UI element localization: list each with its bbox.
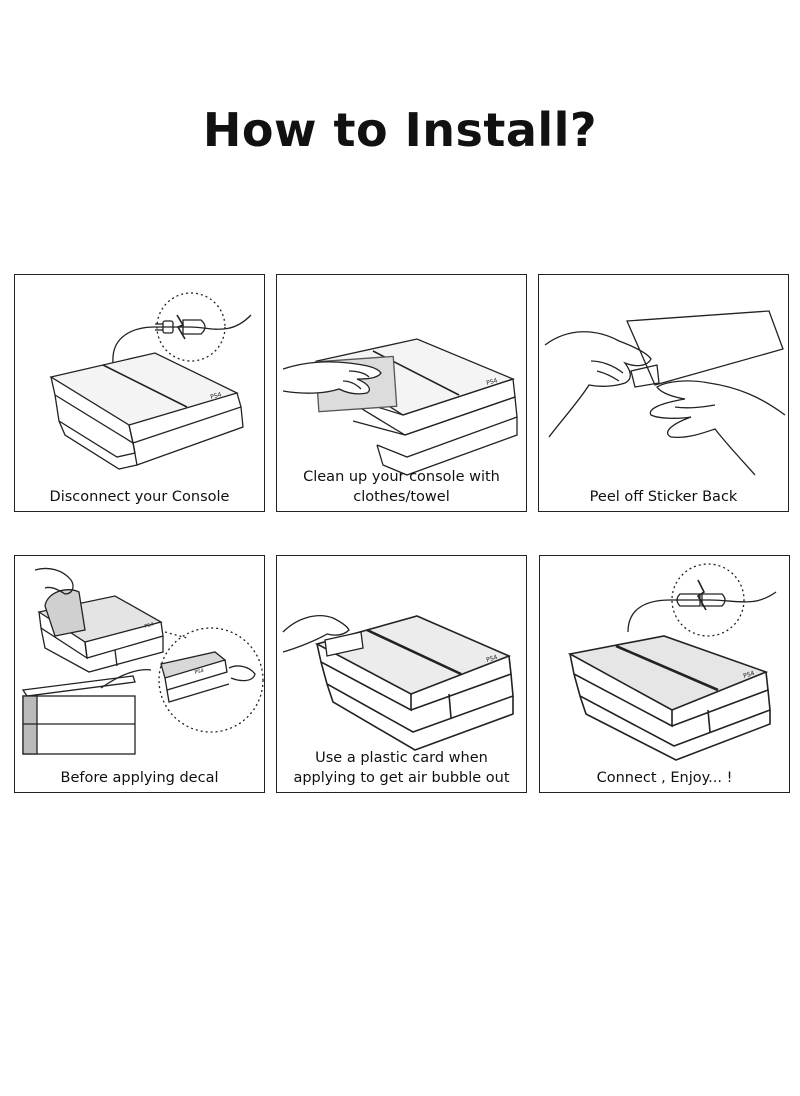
plug-zoom-circle xyxy=(156,292,226,362)
step-5-caption: Use a plastic card when applying to get … xyxy=(293,750,510,786)
console-drawing: PS4 xyxy=(567,635,771,761)
right-hand-icon xyxy=(649,380,786,476)
step-3-panel: Peel off Sticker Back xyxy=(538,274,789,512)
step-1-caption: Disconnect your Console xyxy=(49,489,230,505)
cleaning-hand-icon xyxy=(282,355,398,413)
console-logo-label: PS4 xyxy=(210,391,223,401)
plastic-card-icon xyxy=(324,631,364,657)
step-3-caption: Peel off Sticker Back xyxy=(589,489,738,505)
console-logo-label: PS4 xyxy=(486,377,499,387)
console-drawing: PS4 xyxy=(314,615,514,751)
page-title: How to Install? xyxy=(202,103,598,157)
step-3-illustration xyxy=(544,310,786,476)
step-5-illustration: PS4 xyxy=(282,615,514,751)
hand-icon xyxy=(282,615,350,653)
decal-box xyxy=(21,668,152,755)
step-6-caption: Connect , Enjoy... ! xyxy=(596,770,733,786)
decal-sheet xyxy=(626,310,784,386)
step-4-panel: PS4 PS4 Before applying decal xyxy=(14,555,265,793)
console-logo-label: PS4 xyxy=(742,670,755,680)
plug-icon xyxy=(676,579,726,611)
decal-sheet xyxy=(44,589,86,637)
zoom-console-edge: PS4 xyxy=(160,651,256,703)
step-6-panel: PS4 Connect , Enjoy... ! xyxy=(539,555,790,793)
step-2-illustration: PS4 xyxy=(282,338,518,476)
step-6-illustration: PS4 xyxy=(567,563,777,761)
sticker-backing-corner xyxy=(630,364,660,388)
left-hand-icon xyxy=(544,331,652,438)
plug-icon xyxy=(155,314,206,340)
peeling-hand-icon xyxy=(34,567,74,595)
console-logo-label: PS4 xyxy=(144,622,155,630)
step-1-panel: PS4 Disconnect your Console xyxy=(14,274,265,512)
zoom-circle xyxy=(158,627,264,733)
console-logo-label: PS4 xyxy=(194,668,205,676)
step-1-illustration: PS4 xyxy=(49,292,252,470)
plug-zoom-circle xyxy=(671,563,745,637)
step-5-panel: PS4 Use a plastic card when applying to … xyxy=(276,555,527,793)
step-4-illustration: PS4 PS4 xyxy=(21,567,264,755)
console-drawing: PS4 xyxy=(49,352,244,470)
power-cable xyxy=(627,591,777,633)
step-2-panel: PS4 Clean up your console with clothes/t… xyxy=(276,274,527,512)
console-logo-label: PS4 xyxy=(485,654,498,664)
step-4-caption: Before applying decal xyxy=(60,770,219,786)
step-2-caption: Clean up your console with clothes/towel xyxy=(303,469,500,505)
